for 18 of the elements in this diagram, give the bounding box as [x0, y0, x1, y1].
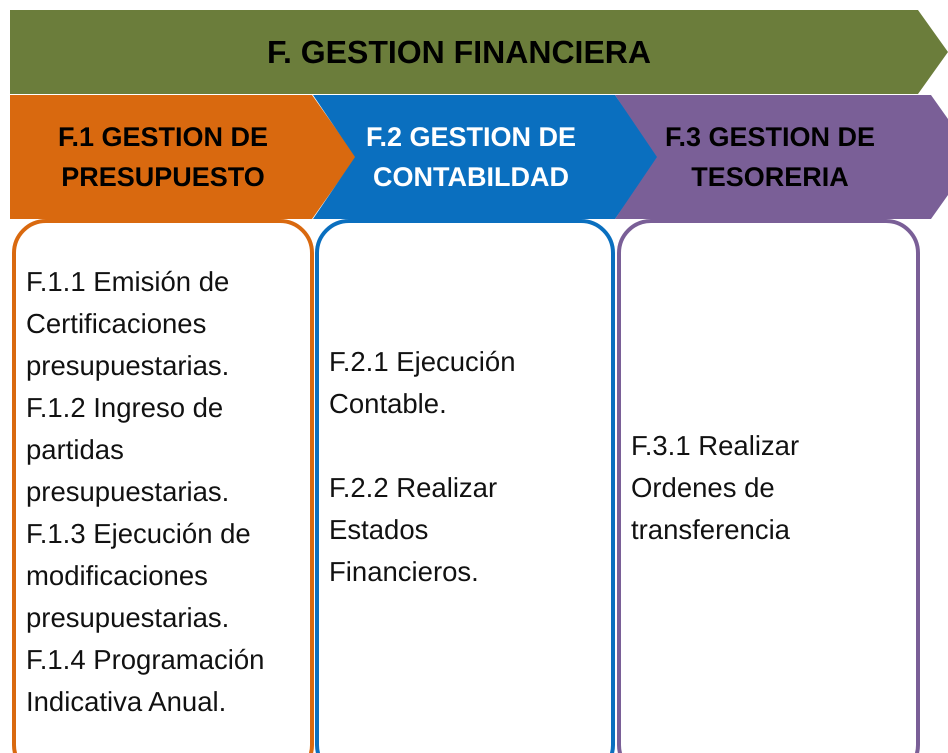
task-text: F.1.1 Emisión de Certificaciones presupuestarias. — [26, 265, 230, 383]
content-box — [617, 219, 920, 753]
section-header — [313, 95, 659, 219]
content-box — [12, 219, 314, 753]
section-header — [10, 95, 356, 219]
heading-text: F.3 GESTION DE TESORERIA — [664, 121, 876, 194]
title-banner — [10, 10, 948, 94]
content-box — [315, 219, 615, 753]
task-text: F.1.4 Programación Indicativa Anual. — [26, 643, 266, 719]
heading-text: F.2 GESTION DE CONTABILDAD — [364, 121, 578, 194]
task-text: F.2.1 Ejecución Contable. — [329, 345, 516, 421]
heading-text: F.1 GESTION DE PRESUPUESTO — [56, 121, 270, 194]
section-header — [615, 95, 948, 219]
task-text: F.2.2 Realizar Estados Financieros. — [329, 471, 498, 589]
task-text: F.1.3 Ejecución de modificaciones presupuestarias. — [26, 517, 252, 635]
task-text: F.3.1 Realizar Ordenes de transferencia — [631, 429, 800, 547]
task-text: F.1.2 Ingreso de partidas presupuestarias. — [26, 391, 230, 509]
heading-text: F. GESTION FINANCIERA — [266, 33, 651, 72]
